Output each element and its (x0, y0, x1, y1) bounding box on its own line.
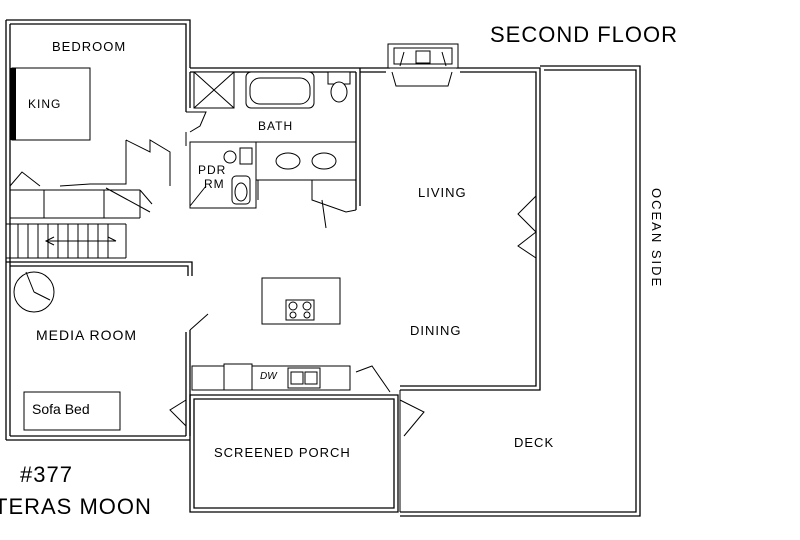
room-label-dining: DINING (410, 323, 462, 338)
king-bed-label: KING (28, 97, 62, 111)
room-label-living: LIVING (418, 185, 467, 200)
room-label-media-room: MEDIA ROOM (36, 327, 138, 343)
bath-fixtures (193, 71, 357, 229)
deck-outline (400, 65, 641, 517)
great-room-walls (360, 67, 541, 391)
orientation-label: OCEAN SIDE (649, 188, 664, 289)
room-label-bedroom: BEDROOM (52, 39, 127, 54)
listing-number: #377 (20, 462, 73, 487)
screened-porch-walls (189, 394, 399, 513)
bedroom-north-wall (6, 19, 191, 68)
west-wall (5, 20, 11, 440)
property-name: TERAS MOON (0, 494, 152, 519)
room-label-bath: BATH (258, 119, 294, 133)
room-label-screened-porch: SCREENED PORCH (214, 445, 351, 460)
powder-room (189, 141, 257, 209)
deck-doors (355, 365, 425, 512)
room-label-rm: RM (204, 177, 225, 191)
stairs (6, 223, 127, 259)
living-side-door (517, 195, 537, 259)
kitchen-island (261, 277, 341, 325)
sofa-bed (23, 391, 121, 431)
floor-title: SECOND FLOOR (490, 22, 679, 47)
dishwasher-label: DW (260, 371, 277, 382)
king-bed (10, 67, 91, 141)
sofa-bed-label: Sofa Bed (32, 401, 90, 417)
bedroom-door (185, 111, 207, 146)
media-room-walls (6, 261, 193, 441)
kitchen-counter (191, 363, 351, 391)
hall-closets (9, 139, 171, 219)
room-label-pdr: PDR (198, 163, 227, 177)
room-label-deck: DECK (514, 435, 555, 450)
media-room-chair (13, 271, 55, 313)
media-room-door (169, 313, 209, 427)
fireplace (387, 43, 459, 87)
